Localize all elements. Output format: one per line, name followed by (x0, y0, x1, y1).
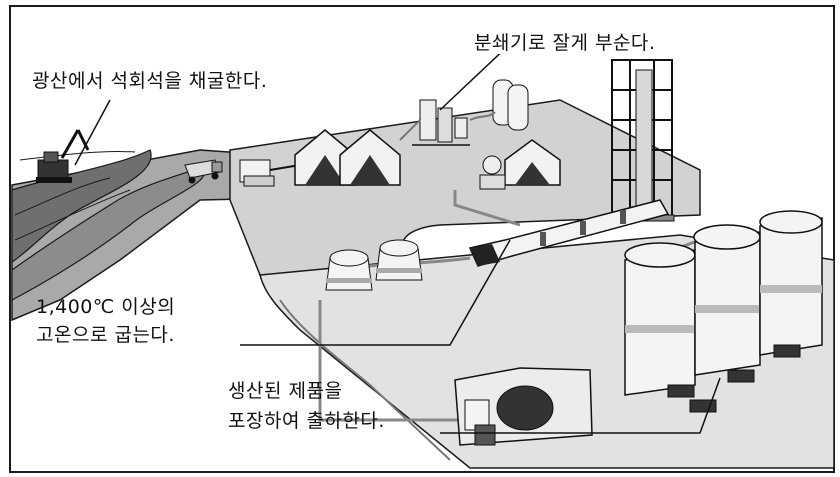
label-mining: 광산에서 석회석을 채굴한다. (30, 70, 270, 92)
label-packing-line1: 생산된 제품을 (228, 380, 343, 402)
storage-shed-icon (294, 129, 401, 186)
label-packing-line2: 포장하여 출하한다. (228, 410, 385, 432)
dump-truck-icon (184, 159, 223, 184)
leader-lines (74, 43, 721, 434)
raw-material-tank-icon (469, 79, 529, 131)
label-firing-line2: 고온으로 굽는다. (36, 324, 175, 346)
label-firing-line1: 1,400℃ 이상의 (36, 296, 176, 318)
rotary-kiln-icon (468, 199, 670, 267)
label-crushing: 분쇄기로 잘게 부순다. (472, 32, 658, 54)
packing-building-icon (454, 367, 593, 446)
fuel-tank-icon (325, 239, 423, 291)
raw-mill-shed-icon (479, 139, 561, 190)
crusher-icon (399, 99, 470, 146)
excavator-icon (36, 129, 90, 183)
cement-silo-icon (624, 210, 823, 396)
